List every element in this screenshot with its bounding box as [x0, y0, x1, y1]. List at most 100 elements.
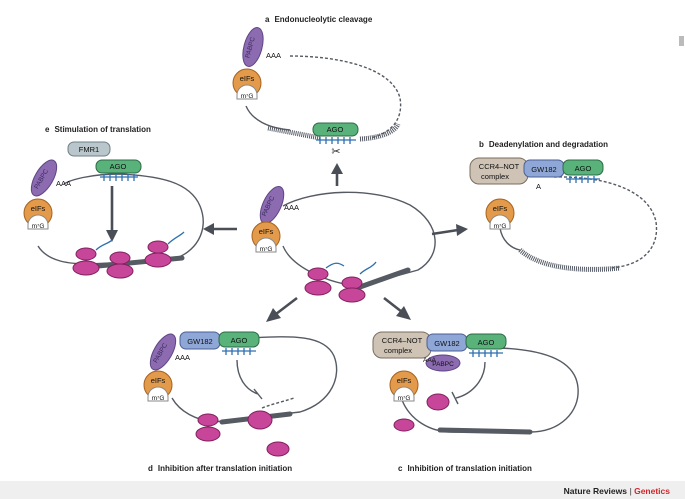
arrow-to-b	[431, 228, 459, 236]
ribosome	[304, 280, 332, 296]
mirna-duplex	[566, 176, 600, 183]
ago-label: AGO	[575, 164, 592, 173]
cap-label: m⁷G	[241, 93, 254, 100]
cap-label: m⁷G	[398, 395, 411, 402]
panel-c-pabpc: PABPC	[425, 354, 461, 372]
panel-c-gw182: GW182	[426, 333, 468, 352]
ribosome	[75, 247, 97, 261]
ago-protein	[95, 159, 142, 174]
gw182-label: GW182	[434, 339, 459, 348]
panel-c-ago: AGO	[465, 333, 507, 357]
ccr4-not-label: CCR4–NOT	[382, 336, 423, 345]
nascent-peptide	[325, 262, 345, 269]
center-mrna-complex: PABPC AAA eIFs m⁷G	[251, 185, 436, 303]
pathway-arrows	[203, 163, 468, 322]
panel-e-ago: AGO	[95, 159, 142, 181]
panel-e-ribosomes	[72, 240, 172, 279]
complex-label: complex	[384, 346, 412, 355]
ccr4-not-label: CCR4–NOT	[479, 162, 520, 171]
nascent-peptide	[167, 231, 185, 245]
arrowhead	[396, 306, 411, 320]
ribosome	[393, 418, 415, 432]
eifs-label: eIFs	[31, 204, 46, 213]
panel-b-ago: AGO	[562, 159, 604, 183]
arrow-to-d	[275, 296, 298, 316]
center-mrna-3utr	[357, 267, 411, 290]
stalled-peptide	[261, 397, 295, 409]
pabpc-protein	[425, 354, 461, 372]
eifs-label: eIFs	[397, 376, 412, 385]
poly-a-label: AAA	[423, 357, 437, 364]
pabpc-label: PABPC	[432, 361, 454, 368]
ribosome	[106, 263, 134, 279]
panel-b-mrna-dashed	[553, 176, 658, 269]
ago-protein	[218, 331, 260, 348]
complex-label: complex	[481, 172, 509, 181]
panel-d-ribosomes	[195, 410, 290, 457]
poly-a-label: AAA	[284, 203, 299, 212]
poly-a-label: AAA	[175, 353, 190, 362]
panel-d-ago: AGO	[218, 331, 260, 355]
poly-a-label: AAA	[56, 179, 71, 188]
eifs-label: eIFs	[240, 74, 255, 83]
fmr1-protein	[67, 141, 111, 157]
panel-e-eifs: eIFs m⁷G	[23, 198, 53, 230]
panel-a-pabpc: PABPC	[242, 27, 264, 67]
ribosome	[307, 267, 329, 281]
cap-shape	[489, 214, 511, 230]
ribosome	[247, 410, 273, 430]
scissors-icon: ✂	[331, 146, 340, 158]
pabpc-protein	[30, 159, 58, 197]
arrow-to-c	[383, 296, 403, 314]
cap-label: m⁷G	[494, 223, 507, 230]
panel-a-ago: AGO ✂	[312, 122, 359, 158]
ribosome	[266, 441, 290, 457]
panel-e-pabpc: PABPC	[30, 159, 58, 197]
panel-d-pabpc: PABPC	[149, 333, 177, 371]
panel-d-eifs: eIFs m⁷G	[143, 370, 173, 402]
nascent-peptide	[95, 239, 113, 251]
panel-c-3utr	[437, 427, 533, 435]
mirna-duplex	[100, 174, 138, 181]
footer-strip	[0, 481, 685, 499]
mirna-duplex	[469, 350, 503, 357]
ago-protein	[465, 333, 507, 350]
arrowhead	[331, 163, 343, 174]
mirna-duplex	[316, 137, 356, 144]
ago-label: AGO	[327, 125, 344, 134]
panel-b-ccr4-not: CCR4–NOT complex	[469, 157, 529, 185]
cap-label: m⁷G	[32, 223, 45, 230]
center-ribosomes	[304, 267, 366, 303]
ago-protein	[312, 122, 359, 137]
arrowhead	[456, 224, 468, 236]
panel-a-degraded-3prime	[359, 122, 401, 142]
mirna-duplex	[222, 348, 256, 355]
panel-b-eifs: eIFs m⁷G	[485, 198, 515, 230]
ago-label: AGO	[478, 338, 495, 347]
ribosome	[426, 393, 450, 411]
gw182-label: GW182	[187, 337, 212, 346]
panel-b-mrna-5prime	[499, 227, 521, 251]
inhibition-line	[236, 359, 263, 400]
arrowhead	[203, 223, 214, 235]
panel-a-mrna-dashed	[289, 55, 402, 139]
journal-credit: Nature Reviews | Genetics	[564, 486, 671, 496]
cap-shape	[236, 84, 258, 100]
center-pabpc: PABPC	[259, 185, 285, 225]
panel-c-inhibition-of-initiation: CCR4–NOT complex GW182 AGO PABPC AAA eIF…	[372, 331, 579, 473]
panel-a-degraded-5prime	[267, 125, 321, 141]
arrowhead	[266, 308, 281, 322]
inhibition-line	[451, 361, 486, 405]
gw182-label: GW182	[531, 165, 556, 174]
ribosome	[144, 252, 172, 268]
center-eifs: eIFs m⁷G	[251, 221, 281, 253]
eifs-label: eIFs	[151, 376, 166, 385]
